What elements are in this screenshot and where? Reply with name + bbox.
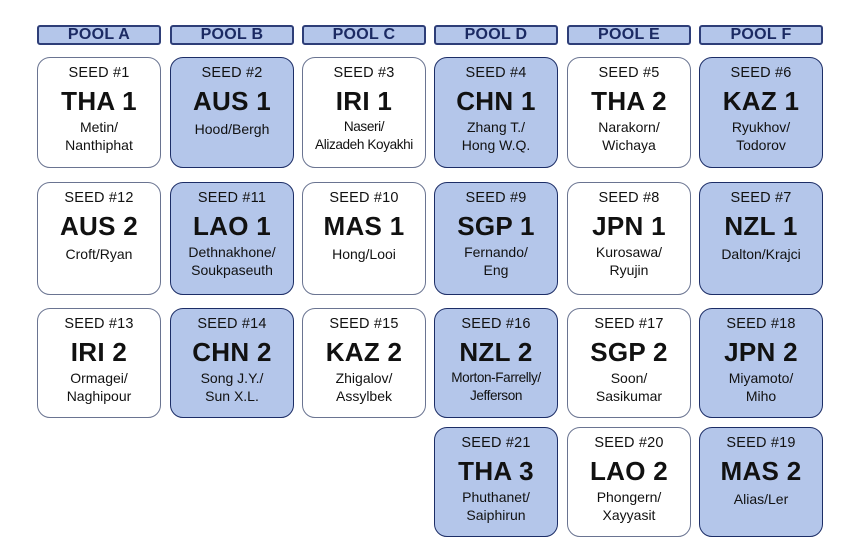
seed-label: SEED #4 — [465, 65, 527, 81]
seed-label: SEED #5 — [598, 65, 660, 81]
team-code: AUS 2 — [59, 211, 139, 241]
player-names: Hood/Bergh — [194, 121, 270, 137]
team-code: LAO 2 — [589, 456, 669, 486]
player-names: Kurosawa/ Ryujin — [595, 244, 663, 278]
team-code: SGP 2 — [590, 337, 668, 367]
pool-header-b: POOL B — [170, 25, 294, 45]
seed-label: SEED #7 — [730, 190, 792, 206]
player-names: Ormagei/ Naghipour — [66, 370, 132, 404]
team-code: CHN 2 — [192, 337, 272, 367]
seed-label: SEED #21 — [461, 435, 531, 451]
seed-label: SEED #19 — [726, 435, 796, 451]
team-code: IRI 2 — [70, 337, 128, 367]
team-code: NZL 2 — [459, 337, 533, 367]
pool-header-d: POOL D — [434, 25, 558, 45]
seed-label: SEED #11 — [197, 190, 267, 206]
seed-label: SEED #1 — [68, 65, 130, 81]
pool-header-e: POOL E — [567, 25, 691, 45]
seed-label: SEED #15 — [329, 316, 399, 332]
player-names: Zhigalov/ Assylbek — [335, 370, 393, 404]
team-code: THA 3 — [458, 456, 534, 486]
team-code: NZL 1 — [724, 211, 798, 241]
seed-label: SEED #18 — [726, 316, 796, 332]
team-code: MAS 1 — [323, 211, 405, 241]
team-code: SGP 1 — [457, 211, 535, 241]
seed-label: SEED #3 — [333, 65, 395, 81]
seed-label: SEED #14 — [197, 316, 267, 332]
team-code: JPN 1 — [592, 211, 666, 241]
team-code: AUS 1 — [192, 86, 272, 116]
player-names: Miyamoto/ Miho — [728, 370, 794, 404]
pool-header-f: POOL F — [699, 25, 823, 45]
player-names: Song J.Y./ Sun X.L. — [200, 370, 264, 404]
team-code: KAZ 1 — [722, 86, 800, 116]
team-code: IRI 1 — [335, 86, 393, 116]
seed-label: SEED #17 — [594, 316, 664, 332]
player-names: Zhang T./ Hong W.Q. — [461, 119, 531, 153]
player-names: Fernando/ Eng — [464, 244, 528, 278]
seed-label: SEED #8 — [598, 190, 660, 206]
seed-card: SEED #2 AUS 1 Hood/Bergh — [170, 57, 294, 168]
pool-header-c: POOL C — [302, 25, 426, 45]
seed-label: SEED #2 — [201, 65, 263, 81]
seed-label: SEED #20 — [594, 435, 664, 451]
player-names: Dalton/Krajci — [721, 246, 801, 262]
player-names: Croft/Ryan — [65, 246, 133, 262]
pool-header-a: POOL A — [37, 25, 161, 45]
player-names: Ryukhov/ Todorov — [731, 119, 791, 153]
player-names: Hong/Looi — [332, 246, 396, 262]
seed-label: SEED #13 — [64, 316, 134, 332]
team-code: MAS 2 — [720, 456, 802, 486]
team-code: CHN 1 — [456, 86, 536, 116]
player-names: Phongern/ Xayyasit — [596, 489, 662, 523]
player-names: Narakorn/ Wichaya — [598, 119, 660, 153]
player-names: Phuthanet/ Saiphirun — [462, 489, 530, 523]
seed-card: SEED #7 NZL 1 Dalton/Krajci — [699, 182, 823, 295]
player-names: Metin/ Nanthiphat — [65, 119, 133, 153]
player-names: Morton-Farrelly/ Jefferson — [451, 370, 541, 403]
player-names: Naseri/ Alizadeh Koyakhi — [315, 119, 413, 152]
seed-label: SEED #6 — [730, 65, 792, 81]
seed-label: SEED #10 — [329, 190, 399, 206]
seed-label: SEED #12 — [64, 190, 134, 206]
seed-label: SEED #9 — [465, 190, 527, 206]
team-code: THA 1 — [61, 86, 137, 116]
team-code: THA 2 — [591, 86, 667, 116]
player-names: Alias/Ler — [733, 491, 789, 507]
team-code: LAO 1 — [192, 211, 272, 241]
seed-label: SEED #16 — [461, 316, 531, 332]
player-names: Soon/ Sasikumar — [595, 370, 663, 404]
team-code: KAZ 2 — [325, 337, 403, 367]
team-code: JPN 2 — [724, 337, 798, 367]
player-names: Dethnakhone/ Soukpaseuth — [188, 244, 276, 278]
